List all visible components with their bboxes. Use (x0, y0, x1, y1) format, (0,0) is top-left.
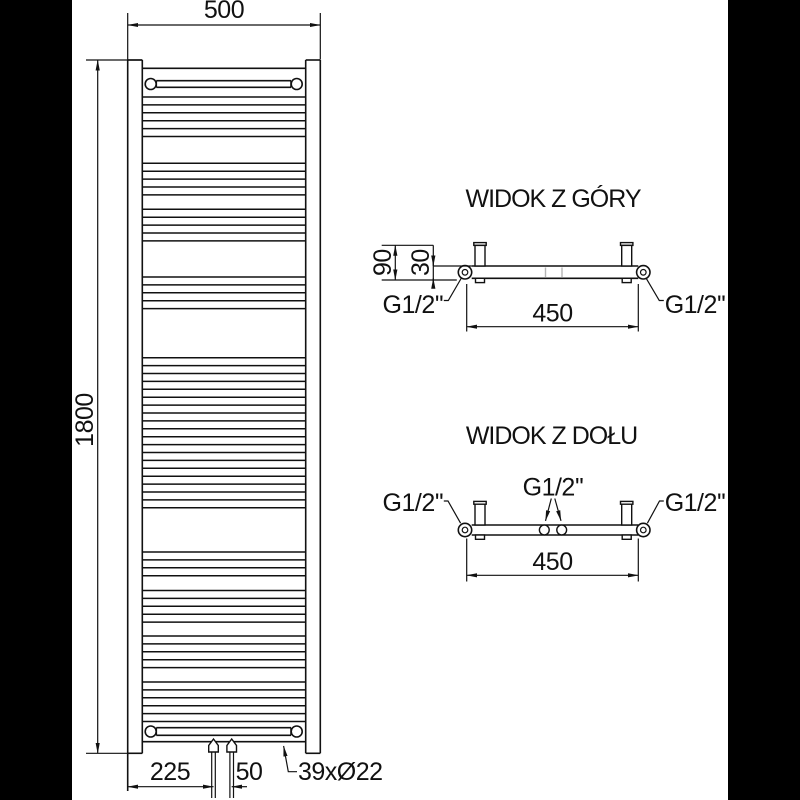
top-cap-right-port (639, 268, 647, 276)
top-view: WIDOK Z GÓRY 90 30 450 (369, 184, 726, 332)
dim-pipe-label: 30 (407, 249, 435, 276)
bottom-conn-left-leader (443, 500, 462, 524)
valve-left (208, 737, 219, 753)
bottom-center-leader-b (554, 498, 562, 522)
pillarbox-right (728, 0, 800, 800)
bottom-bracket-foot-right (621, 534, 632, 541)
dim-height-label: 1800 (71, 393, 99, 447)
bottom-view-title: WIDOK Z DOŁU (466, 422, 637, 450)
bottom-conn-left-label: G1/2'' (383, 489, 444, 517)
top-cap-left-port (461, 268, 469, 276)
bottom-bracket-stem-left (474, 503, 486, 526)
top-bracket-foot-left (474, 277, 486, 284)
top-bracket-stem-left (474, 244, 486, 267)
bottom-view: WIDOK Z DOŁU G1/2'' G1/2'' G1/2'' 450 (383, 422, 726, 582)
bottom-bracket-foot-left (474, 534, 486, 541)
bottom-bracket-bar (144, 725, 304, 738)
bottom-conn-right-label: G1/2'' (665, 489, 726, 517)
top-cap-right (635, 264, 651, 280)
dim-225-label: 225 (150, 758, 190, 786)
bottom-dim-span-label: 450 (532, 548, 572, 576)
top-conn-right-label: G1/2'' (665, 291, 726, 319)
pillarbox-left (0, 0, 72, 800)
bottom-conn-center-label: G1/2'' (523, 474, 584, 502)
bottom-bracket-stem-right (621, 503, 633, 526)
top-conn-left-leader (443, 277, 463, 302)
rungs (142, 96, 306, 723)
top-bracket-foot-right (621, 277, 632, 284)
bottom-center-leader-a (544, 498, 552, 522)
dim-width-label: 500 (204, 0, 244, 24)
bottom-cap-right-port (639, 526, 647, 534)
top-conn-left-label: G1/2'' (383, 291, 444, 319)
valve-connections (208, 737, 238, 798)
bottom-cap-left-port (461, 526, 469, 534)
top-bracket-circle-left (144, 77, 157, 91)
front-view-dimensions: 500 1800 225 50 39xØ22 (71, 0, 383, 789)
bottom-cap-right (635, 522, 651, 538)
top-conn-right-leader (645, 277, 664, 302)
bottom-center-port-a (538, 524, 550, 536)
top-cap-left (457, 264, 473, 280)
top-bracket-circle-right (290, 77, 304, 91)
top-dim-span-label: 450 (532, 300, 572, 328)
top-bracket-stem-right (621, 244, 633, 267)
tube-annotation-label: 39xØ22 (298, 758, 383, 786)
bottom-bracket-circle-right (290, 725, 304, 738)
dim-depth-label: 90 (369, 249, 397, 276)
dim-50-label: 50 (236, 758, 263, 786)
valve-right (226, 737, 238, 753)
bottom-cap-left (457, 522, 473, 538)
front-view (126, 59, 322, 798)
bottom-center-port-b (556, 524, 568, 536)
top-bracket-bar (144, 77, 304, 91)
bottom-bracket-circle-left (144, 725, 157, 738)
bottom-conn-right-leader (646, 500, 664, 524)
top-view-title: WIDOK Z GÓRY (465, 184, 641, 213)
tube-annotation-leader (283, 745, 297, 773)
